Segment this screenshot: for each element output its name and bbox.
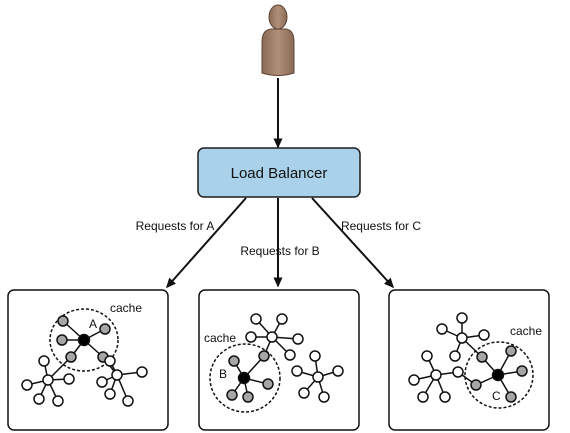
cache-label-b: cache bbox=[204, 331, 236, 345]
node bbox=[96, 376, 108, 388]
node bbox=[417, 391, 429, 403]
node bbox=[104, 388, 116, 400]
node bbox=[63, 373, 75, 385]
node bbox=[99, 323, 111, 335]
node bbox=[65, 351, 77, 363]
node bbox=[42, 374, 54, 386]
node bbox=[505, 391, 517, 403]
node bbox=[245, 331, 257, 343]
node bbox=[318, 391, 330, 403]
cache-label-c: cache bbox=[510, 324, 542, 338]
node bbox=[242, 391, 254, 403]
server-a-network: A cache bbox=[21, 301, 148, 407]
hub-node-a bbox=[77, 333, 91, 347]
node-label-c: C bbox=[492, 389, 501, 403]
arrow-to-server-a bbox=[166, 197, 247, 289]
cache-label-a: cache bbox=[110, 301, 142, 315]
node bbox=[436, 323, 448, 335]
node bbox=[452, 366, 464, 378]
node bbox=[111, 369, 123, 381]
node bbox=[38, 355, 50, 367]
cache-region-a bbox=[49, 308, 119, 372]
load-balancer-box bbox=[197, 147, 361, 198]
node bbox=[262, 378, 274, 390]
node bbox=[104, 355, 116, 367]
server-box-b bbox=[198, 289, 360, 431]
node bbox=[266, 331, 278, 343]
node bbox=[332, 365, 344, 377]
node bbox=[56, 334, 68, 346]
node bbox=[228, 355, 240, 367]
node bbox=[408, 374, 420, 386]
hub-node-c bbox=[491, 368, 505, 382]
node-label-a: A bbox=[89, 317, 97, 331]
node bbox=[52, 395, 64, 407]
node bbox=[516, 365, 528, 377]
user-icon bbox=[261, 4, 295, 76]
server-box-a bbox=[7, 289, 169, 431]
node bbox=[430, 369, 442, 381]
node bbox=[57, 315, 69, 327]
node bbox=[449, 350, 461, 362]
node bbox=[284, 349, 296, 361]
node bbox=[250, 313, 262, 325]
node-label-b: B bbox=[219, 367, 227, 381]
node bbox=[421, 350, 433, 362]
node bbox=[21, 379, 33, 391]
edge-label-c: Requests for C bbox=[341, 219, 421, 233]
edge-label-b: Requests for B bbox=[240, 244, 319, 258]
node bbox=[470, 379, 482, 391]
edge-label-a: Requests for A bbox=[136, 219, 215, 233]
node bbox=[122, 395, 134, 407]
node bbox=[298, 387, 310, 399]
load-balancer-label: Load Balancer bbox=[231, 165, 328, 182]
node bbox=[309, 350, 321, 362]
cache-region-b bbox=[209, 343, 281, 413]
node bbox=[505, 345, 517, 357]
node bbox=[136, 366, 148, 378]
node bbox=[478, 329, 490, 341]
node bbox=[291, 365, 303, 377]
node bbox=[476, 351, 488, 363]
server-c-network: C cache bbox=[408, 312, 542, 409]
node bbox=[258, 350, 270, 362]
node bbox=[33, 393, 45, 405]
arrow-to-server-c bbox=[311, 197, 395, 289]
node bbox=[312, 371, 324, 383]
hub-node-b bbox=[237, 371, 251, 385]
server-b-network: B cache bbox=[204, 313, 344, 413]
node bbox=[456, 312, 468, 324]
cache-region-c bbox=[464, 341, 534, 409]
node bbox=[226, 389, 238, 401]
load-balancer: Load Balancer bbox=[197, 147, 361, 198]
node bbox=[292, 333, 304, 345]
node bbox=[276, 313, 288, 325]
node bbox=[439, 391, 451, 403]
node bbox=[456, 332, 468, 344]
